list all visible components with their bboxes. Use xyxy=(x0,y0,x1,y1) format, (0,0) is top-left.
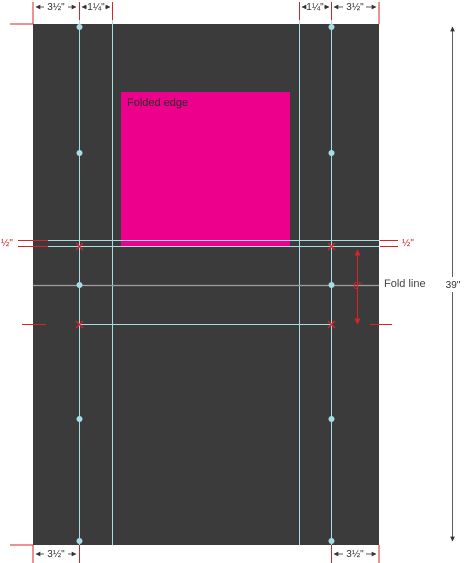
dim-top-left-margin: 3½" xyxy=(47,2,65,13)
dim-bottom-left-margin: 3½" xyxy=(47,549,65,560)
fold-line-label: Fold line xyxy=(384,278,426,290)
dim-left-half: ½" xyxy=(1,238,13,249)
guide-dots xyxy=(76,24,335,544)
dot xyxy=(76,416,83,422)
dim-top-left-inset: 1¼" xyxy=(87,1,105,13)
dim-total-height: 39" xyxy=(446,280,461,291)
cut-markers xyxy=(75,242,336,329)
dim-top-right-inset: 1¼" xyxy=(306,1,324,13)
x-marker xyxy=(75,320,84,329)
x-marker xyxy=(327,320,336,329)
dot xyxy=(328,538,335,544)
dot xyxy=(76,24,83,30)
x-marker xyxy=(75,242,84,251)
dim-right-half: ½" xyxy=(402,238,414,249)
dot xyxy=(76,150,83,156)
total-height-label-bg xyxy=(440,277,465,292)
dot xyxy=(328,416,335,422)
dim-bottom-right-margin: 3½" xyxy=(346,549,364,560)
dot xyxy=(328,150,335,156)
dot xyxy=(76,282,83,288)
dim-top-right-margin: 3½" xyxy=(346,2,364,13)
horizontal-guides xyxy=(33,240,380,325)
dot xyxy=(328,24,335,30)
folded-edge-panel xyxy=(121,92,290,246)
red-ticks xyxy=(10,2,398,563)
folded-edge-label: Folded edge xyxy=(127,97,188,109)
dot xyxy=(328,282,335,288)
dot xyxy=(76,538,83,544)
x-marker xyxy=(327,242,336,251)
dim-fold-gap: 6" xyxy=(353,281,363,292)
